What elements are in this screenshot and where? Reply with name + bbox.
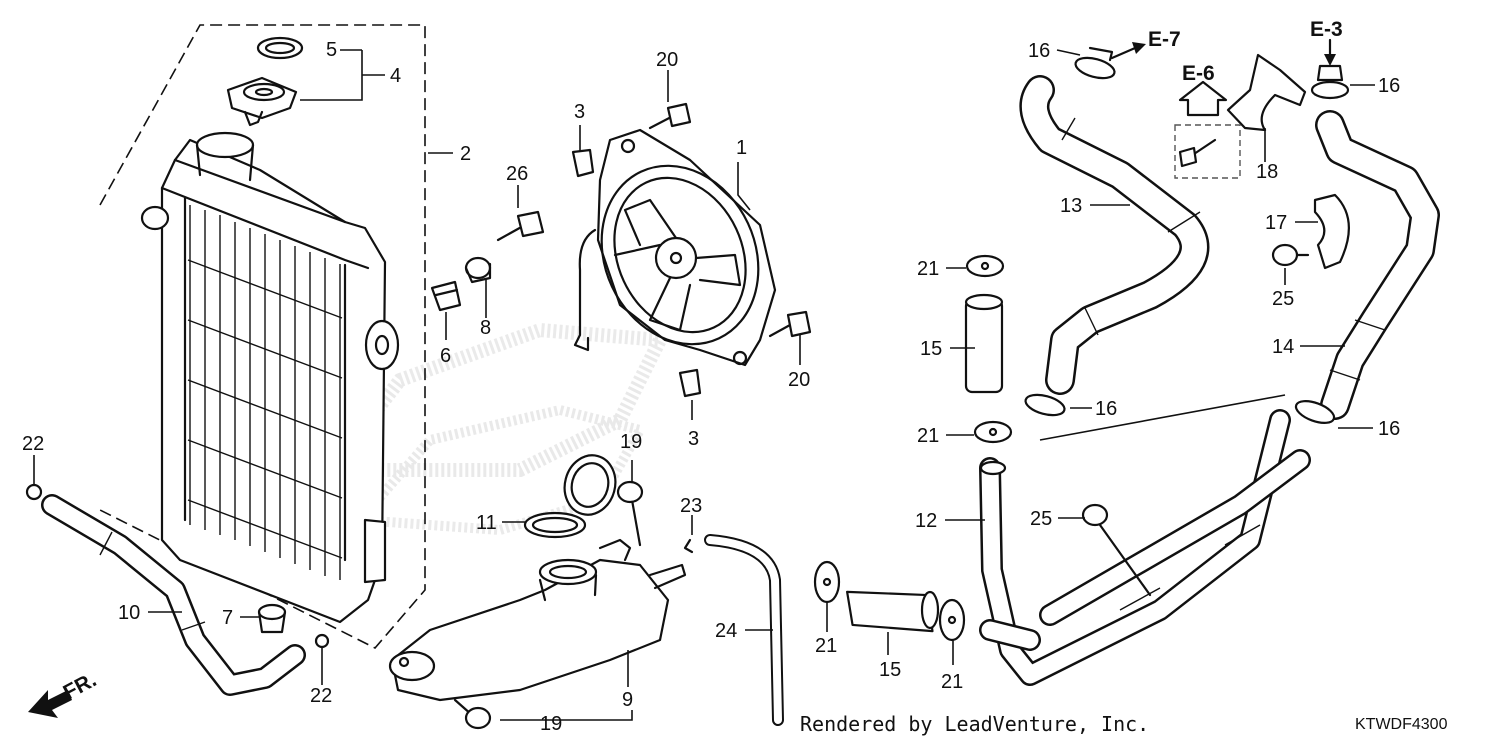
clip-nut-upper[interactable] — [571, 148, 595, 178]
ref-e3: E-3 — [1310, 18, 1343, 41]
bolt-19-upper[interactable] — [616, 480, 644, 547]
clamp-16-top-right[interactable] — [1310, 64, 1350, 100]
callout-19-lower: 19 — [540, 713, 562, 735]
arrow-e7 — [1110, 42, 1146, 60]
leader-lines — [33, 49, 1375, 721]
front-direction-arrow: FR. — [28, 668, 100, 718]
ref-e6: E-6 — [1182, 62, 1215, 85]
callout-17: 17 — [1265, 212, 1287, 234]
callout-20-upper: 20 — [656, 49, 678, 71]
callouts: 1 2 3 3 4 5 6 7 8 9 10 11 12 13 14 15 15… — [22, 39, 1400, 735]
callout-26: 26 — [506, 163, 528, 185]
callout-22-left: 22 — [22, 433, 44, 455]
bolt-25-upper[interactable] — [1271, 243, 1310, 267]
reserve-tank[interactable] — [388, 538, 687, 702]
callout-15-lower: 15 — [879, 659, 901, 681]
clamp-16-mid[interactable] — [1023, 391, 1066, 419]
grommet-6[interactable] — [430, 280, 462, 312]
callout-20-lower: 20 — [788, 369, 810, 391]
callout-1: 1 — [736, 137, 747, 159]
bolt-26[interactable] — [496, 210, 545, 242]
radiator-cap[interactable] — [226, 76, 298, 127]
hose-14[interactable] — [1315, 110, 1440, 420]
callout-21-b: 21 — [917, 425, 939, 447]
bolt-19-lower[interactable] — [453, 698, 492, 730]
hose-13[interactable] — [1019, 75, 1210, 395]
callout-23: 23 — [680, 495, 702, 517]
clamp-21-c[interactable] — [813, 560, 841, 604]
water-pipe-12[interactable] — [979, 409, 1311, 686]
callout-9: 9 — [622, 689, 633, 711]
callout-19-upper: 19 — [620, 431, 642, 453]
clip-22-right[interactable] — [314, 633, 330, 649]
radiator[interactable] — [140, 131, 400, 624]
callout-10: 10 — [118, 602, 140, 624]
arrow-e3 — [1324, 38, 1336, 66]
callout-14: 14 — [1272, 336, 1294, 358]
hose-15-horizontal[interactable] — [843, 584, 940, 636]
callout-16-top-right: 16 — [1378, 75, 1400, 97]
callout-25-lower: 25 — [1030, 508, 1052, 530]
callout-13: 13 — [1060, 195, 1082, 217]
radiator-core-fins — [187, 205, 343, 580]
o-ring-11[interactable] — [523, 511, 587, 539]
callout-22-right: 22 — [310, 685, 332, 707]
clamp-21-a[interactable] — [965, 254, 1005, 278]
callout-2: 2 — [460, 143, 471, 165]
callout-6: 6 — [440, 345, 451, 367]
callout-16-top-left: 16 — [1028, 40, 1050, 62]
tank-cap[interactable] — [558, 450, 622, 521]
callout-8: 8 — [480, 317, 491, 339]
ref-e7: E-7 — [1148, 28, 1181, 51]
callout-15-upper: 15 — [920, 338, 942, 360]
clamp-21-d[interactable] — [938, 598, 966, 642]
plug-7[interactable] — [257, 603, 287, 634]
callout-25-upper: 25 — [1272, 288, 1294, 310]
bolt-25-lower[interactable] — [1081, 503, 1152, 597]
hose-24[interactable] — [704, 534, 784, 726]
cap-gasket[interactable] — [256, 36, 304, 60]
callout-11: 11 — [476, 512, 497, 534]
callout-21-c: 21 — [815, 635, 837, 657]
stay-17[interactable] — [1313, 193, 1350, 270]
callout-16-mid: 16 — [1095, 398, 1117, 420]
clip-nut-lower[interactable] — [678, 368, 702, 398]
hose-10[interactable] — [41, 494, 306, 696]
brand-watermark — [315, 322, 671, 536]
collar-8[interactable] — [464, 256, 492, 284]
cooling-fan[interactable] — [573, 128, 787, 370]
hose-15-vertical[interactable] — [964, 293, 1004, 394]
callout-21-d: 21 — [941, 671, 963, 693]
bolt-20-lower[interactable] — [768, 310, 812, 338]
clip-23[interactable] — [683, 538, 694, 554]
callout-24: 24 — [715, 620, 737, 642]
callout-12: 12 — [915, 510, 937, 532]
callout-3-upper: 3 — [574, 101, 585, 123]
callout-7: 7 — [222, 607, 233, 629]
bolt-18-dashed[interactable] — [1174, 124, 1241, 179]
diagram-code: KTWDF4300 — [1355, 716, 1448, 733]
render-credit: Rendered by LeadVenture, Inc. — [800, 712, 1150, 736]
callout-18: 18 — [1256, 161, 1278, 183]
callout-5: 5 — [326, 39, 337, 61]
callout-4: 4 — [390, 65, 401, 87]
clamp-16-right[interactable] — [1293, 397, 1337, 428]
stay-18[interactable] — [1226, 53, 1307, 132]
bolt-20-upper[interactable] — [648, 102, 692, 130]
callout-21-a: 21 — [917, 258, 939, 280]
clamp-16-top-left[interactable] — [1073, 46, 1116, 82]
callout-3-lower: 3 — [688, 428, 699, 450]
clamp-21-b[interactable] — [973, 420, 1013, 444]
arrow-e6 — [1178, 80, 1228, 117]
callout-16-right: 16 — [1378, 418, 1400, 440]
radiator-assembly-outline — [99, 24, 426, 649]
clip-22-left[interactable] — [25, 483, 43, 501]
